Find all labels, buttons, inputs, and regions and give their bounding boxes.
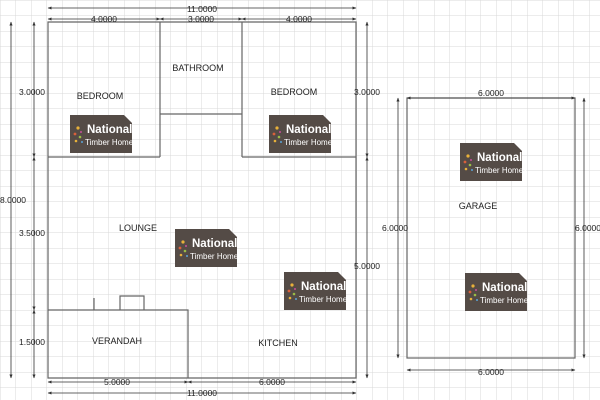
room-label-garage: GARAGE: [459, 201, 498, 211]
room-label-bedroom-left: BEDROOM: [77, 91, 124, 101]
logo-garage-bottom: [465, 273, 533, 311]
dim-top-right: 4.0000: [286, 14, 312, 24]
dim-bottom-total: 11.0000: [187, 388, 217, 398]
dim-right-lower: 5.0000: [354, 261, 380, 271]
dim-top-total: 11.0000: [187, 4, 217, 14]
room-label-kitchen: KITCHEN: [258, 338, 298, 348]
dim-right-upper: 3.0000: [354, 87, 380, 97]
house-walls: [47, 21, 357, 379]
logo-bedroom-left: [70, 115, 138, 153]
logo-bedroom-right: [269, 115, 337, 153]
dim-bottom-right: 6.0000: [259, 377, 285, 387]
dim-garage-top: 6.0000: [478, 88, 504, 98]
dim-left-total: 8.0000: [0, 195, 26, 205]
room-label-lounge: LOUNGE: [119, 223, 157, 233]
room-label-verandah: VERANDAH: [92, 336, 142, 346]
dim-top-mid: 3.0000: [188, 14, 214, 24]
dim-garage-right: 6.0000: [575, 223, 600, 233]
logo-lounge: [175, 229, 243, 267]
dim-bottom-left: 5.0000: [104, 377, 130, 387]
dim-garage-left: 6.0000: [382, 223, 408, 233]
room-label-bedroom-right: BEDROOM: [271, 87, 318, 97]
dim-left-upper: 3.0000: [19, 87, 45, 97]
room-label-bathroom: BATHROOM: [172, 63, 223, 73]
logo-garage-top: [460, 143, 528, 181]
dim-garage-bottom: 6.0000: [478, 367, 504, 377]
dim-left-mid: 3.5000: [19, 228, 45, 238]
logo-kitchen: [284, 272, 352, 310]
dimension-lines: [9, 6, 586, 395]
dim-left-lower: 1.5000: [19, 337, 45, 347]
dim-top-left: 4.0000: [91, 14, 117, 24]
